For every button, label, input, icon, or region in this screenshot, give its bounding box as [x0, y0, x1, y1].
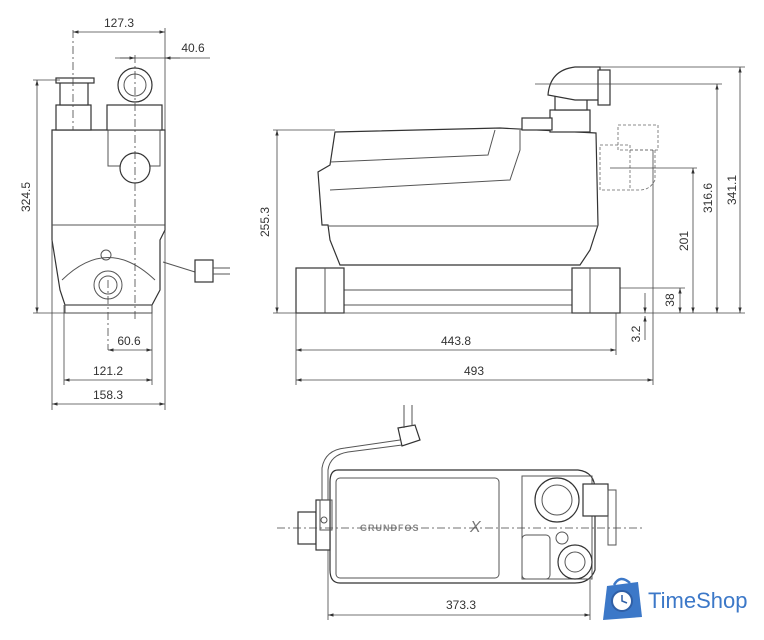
- timeshop-watermark: TimeShop: [603, 577, 747, 620]
- dim-373-3: 373.3: [446, 598, 476, 612]
- shopping-bag-clock-icon: [603, 577, 642, 620]
- dim-324-5: 324.5: [19, 182, 33, 212]
- dim-341-1: 341.1: [725, 175, 739, 205]
- top-view-dimensions: 373.3: [327, 550, 591, 620]
- dim-38: 38: [663, 293, 677, 307]
- front-view-dimensions: 127.3 40.6 324.5 60.6 121.2 158.3: [19, 16, 210, 410]
- dim-316-6: 316.6: [701, 183, 715, 213]
- side-view-dimensions: 255.3 443.8 493 3.2 38 201 316.6 341.1: [258, 66, 745, 385]
- dim-158-3: 158.3: [93, 388, 123, 402]
- front-view: [51, 30, 230, 350]
- watermark-text: TimeShop: [648, 588, 747, 613]
- dim-255-3: 255.3: [258, 207, 272, 237]
- dim-40-6: 40.6: [181, 41, 205, 55]
- brand-mark: X: [469, 519, 482, 536]
- dim-127-3: 127.3: [104, 16, 134, 30]
- dim-201: 201: [677, 231, 691, 251]
- top-view: GRUNDFOS X: [277, 405, 645, 584]
- dim-3-2: 3.2: [629, 325, 643, 342]
- dim-443-8: 443.8: [441, 334, 471, 348]
- dim-493: 493: [464, 364, 484, 378]
- side-view: [295, 66, 659, 314]
- dim-60-6: 60.6: [117, 334, 141, 348]
- dim-121-2: 121.2: [93, 364, 123, 378]
